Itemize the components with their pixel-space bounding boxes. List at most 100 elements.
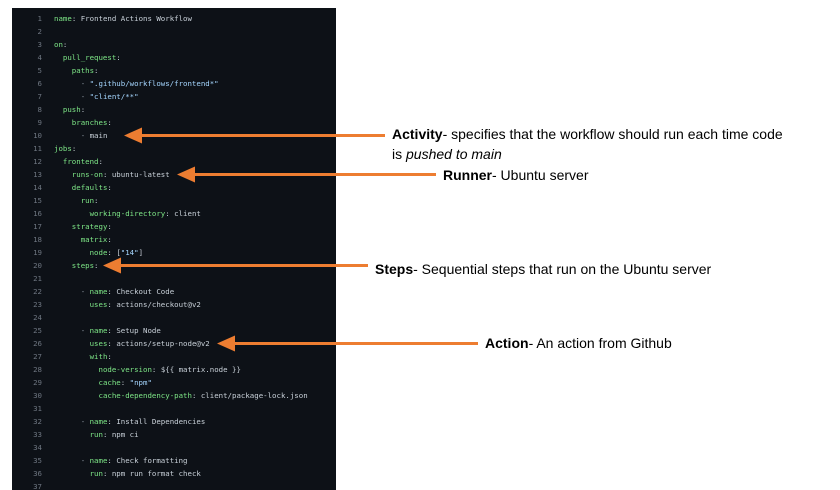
annotation-action-title: Action bbox=[485, 335, 529, 351]
code-text: - "client/**" bbox=[81, 90, 139, 103]
line-number: 6 bbox=[37, 79, 42, 88]
line-number: 34 bbox=[33, 443, 42, 452]
list-dash: - bbox=[80, 417, 90, 426]
yaml-colon: : bbox=[120, 378, 130, 387]
yaml-colon: : bbox=[107, 300, 117, 309]
code-text: name: Frontend Actions Workflow bbox=[54, 12, 192, 25]
line-number: 32 bbox=[33, 417, 42, 426]
yaml-key: working-directory bbox=[89, 209, 166, 218]
code-line-10: 10 - main bbox=[12, 129, 336, 142]
line-number: 15 bbox=[33, 196, 42, 205]
yaml-colon: : bbox=[107, 287, 117, 296]
yaml-key: branches bbox=[71, 118, 108, 127]
code-line-23: 23 uses: actions/checkout@v2 bbox=[12, 298, 336, 311]
line-number: 24 bbox=[33, 313, 42, 322]
yaml-key: uses bbox=[89, 339, 108, 348]
yaml-colon: : bbox=[107, 118, 112, 127]
code-line-32: 32- name: Install Dependencies bbox=[12, 415, 336, 428]
code-text: matrix: bbox=[81, 233, 112, 246]
code-line-37: 37 bbox=[12, 480, 336, 490]
yaml-colon: : bbox=[107, 456, 117, 465]
line-number: 23 bbox=[33, 300, 42, 309]
yaml-colon: : bbox=[116, 53, 121, 62]
code-line-17: 17 strategy: bbox=[12, 220, 336, 233]
yaml-colon: : bbox=[94, 196, 99, 205]
arrow-activity-head bbox=[124, 127, 142, 144]
line-number: 26 bbox=[33, 339, 42, 348]
code-line-15: 15 run: bbox=[12, 194, 336, 207]
yaml-string: ".github/workflows/frontend*" bbox=[89, 79, 219, 88]
code-text: on: bbox=[54, 38, 67, 51]
code-text: strategy: bbox=[72, 220, 112, 233]
yaml-key: name bbox=[89, 456, 108, 465]
code-text: - name: Check formatting bbox=[81, 454, 188, 467]
yaml-value: [ bbox=[116, 248, 121, 257]
yaml-key: with bbox=[89, 352, 108, 361]
line-number: 7 bbox=[37, 92, 42, 101]
line-number: 9 bbox=[37, 118, 42, 127]
list-dash: - bbox=[80, 326, 90, 335]
yaml-key: run bbox=[89, 469, 103, 478]
code-text: cache-dependency-path: client/package-lo… bbox=[99, 389, 308, 402]
line-number: 35 bbox=[33, 456, 42, 465]
line-number: 3 bbox=[37, 40, 42, 49]
yaml-key: name bbox=[89, 326, 108, 335]
annotation-activity-line2-italic: pushed to main bbox=[406, 146, 502, 162]
annotation-runner-text: - Ubuntu server bbox=[492, 167, 589, 183]
yaml-value: client/package-lock.json bbox=[200, 391, 308, 400]
yaml-colon: : bbox=[107, 222, 112, 231]
yaml-key: paths bbox=[71, 66, 95, 75]
yaml-key: push bbox=[62, 105, 81, 114]
code-text: run: bbox=[81, 194, 99, 207]
yaml-key: defaults bbox=[71, 183, 108, 192]
yaml-value: Setup Node bbox=[116, 326, 161, 335]
yaml-value: npm run format check bbox=[111, 469, 201, 478]
yaml-colon: : bbox=[102, 469, 112, 478]
list-dash: - bbox=[80, 92, 90, 101]
code-text: uses: actions/checkout@v2 bbox=[90, 298, 201, 311]
line-number: 36 bbox=[33, 469, 42, 478]
yaml-colon: : bbox=[107, 248, 117, 257]
yaml-key: frontend bbox=[62, 157, 99, 166]
line-number: 21 bbox=[33, 274, 42, 283]
code-line-9: 9 branches: bbox=[12, 116, 336, 129]
code-text: with: bbox=[90, 350, 112, 363]
arrow-steps-head bbox=[103, 257, 121, 274]
yaml-colon: : bbox=[71, 144, 77, 153]
code-text: - main bbox=[81, 129, 108, 142]
line-number: 17 bbox=[33, 222, 42, 231]
line-number: 27 bbox=[33, 352, 42, 361]
yaml-value: Checkout Code bbox=[116, 287, 175, 296]
line-number: 10 bbox=[33, 131, 42, 140]
code-text: run: npm run format check bbox=[90, 467, 201, 480]
list-dash: - bbox=[80, 131, 90, 140]
arrow-action-head bbox=[217, 335, 235, 352]
code-text: working-directory: client bbox=[90, 207, 201, 220]
code-line-27: 27 with: bbox=[12, 350, 336, 363]
code-line-24: 24 bbox=[12, 311, 336, 324]
code-text: - name: Checkout Code bbox=[81, 285, 174, 298]
code-text: pull_request: bbox=[63, 51, 121, 64]
annotation-activity-line2-text: is bbox=[392, 146, 406, 162]
yaml-key: cache-dependency-path bbox=[98, 391, 192, 400]
line-number: 16 bbox=[33, 209, 42, 218]
yaml-key: jobs bbox=[54, 144, 72, 153]
code-text: node-version: ${{ matrix.node }} bbox=[99, 363, 241, 376]
yaml-colon: : bbox=[98, 157, 103, 166]
yaml-value: ubuntu-latest bbox=[111, 170, 170, 179]
yaml-colon: : bbox=[107, 326, 117, 335]
list-dash: - bbox=[80, 79, 90, 88]
yaml-colon: : bbox=[80, 105, 86, 114]
